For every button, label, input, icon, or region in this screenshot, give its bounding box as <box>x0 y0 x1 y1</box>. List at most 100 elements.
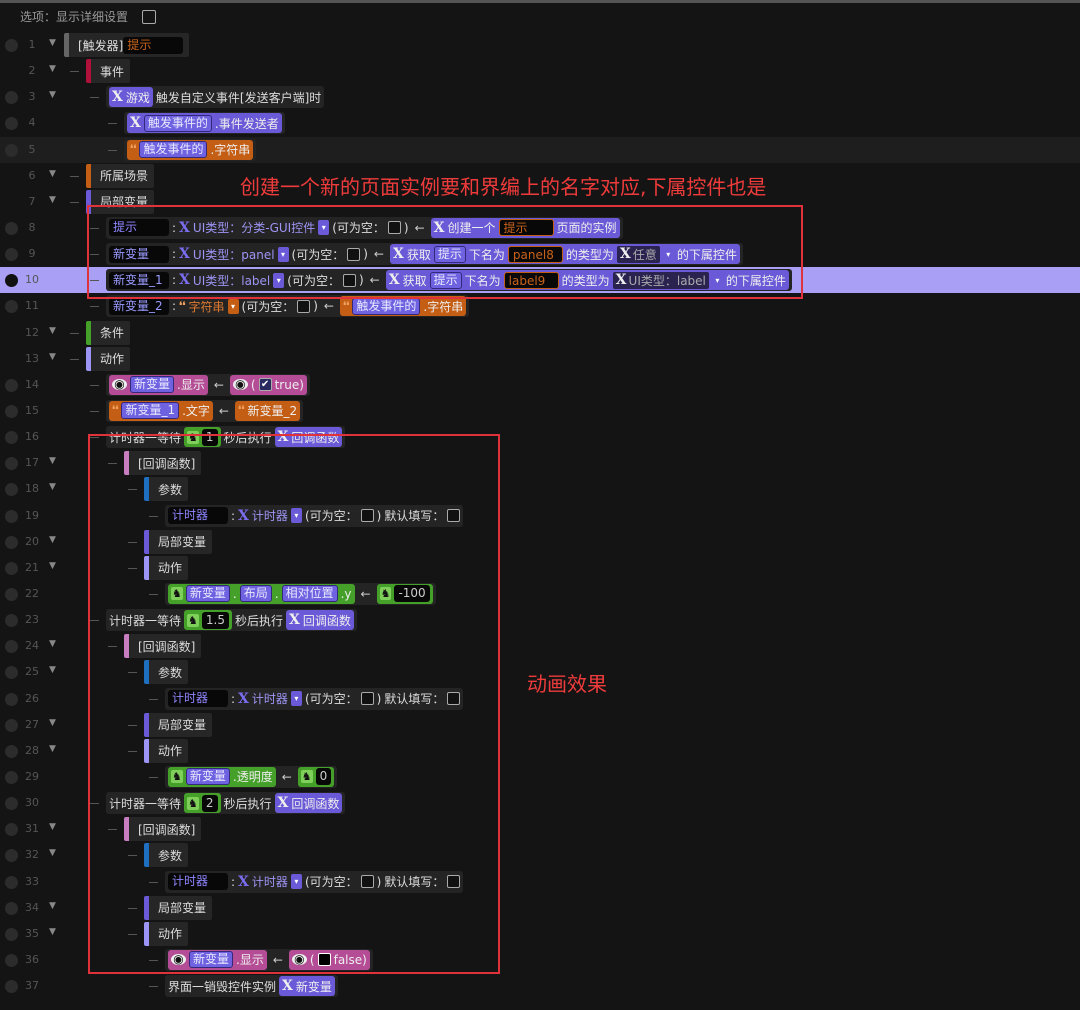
script-row[interactable]: 13▼动作 <box>0 346 1080 372</box>
script-row[interactable]: 17▼[回调函数] <box>0 450 1080 476</box>
section-header[interactable]: [回调函数] <box>124 634 202 659</box>
nullable-checkbox[interactable] <box>447 509 461 523</box>
breakpoint-dot[interactable] <box>5 666 18 680</box>
fold-chevron-icon[interactable]: ▼ <box>49 64 56 75</box>
reference-chip[interactable]: 触发事件的 <box>143 114 212 132</box>
breakpoint-dot[interactable] <box>5 901 18 915</box>
expression-block[interactable]: ♞1 <box>184 427 221 448</box>
breakpoint-dot[interactable] <box>5 39 18 52</box>
value-field[interactable]: 提示 <box>109 219 169 237</box>
expression-block[interactable]: ♞新变量.布局.相对位置.y <box>168 583 355 604</box>
breakpoint-dot[interactable] <box>5 823 18 837</box>
breakpoint-dot[interactable] <box>5 953 18 967</box>
script-row[interactable]: 6▼所属场景 <box>0 163 1080 189</box>
reference-chip[interactable]: 提示 <box>433 245 466 263</box>
expression-block[interactable]: ◉(false) <box>288 949 370 970</box>
value-field[interactable]: 计时器 <box>168 507 228 525</box>
value-field[interactable]: -100 <box>394 585 430 603</box>
expression-block[interactable]: ❛❛新变量_2 <box>234 400 301 421</box>
breakpoint-dot[interactable] <box>5 457 18 471</box>
statement[interactable]: ❛❛新变量_1.文字←❛❛新变量_2 <box>106 399 304 422</box>
section-header[interactable]: 动作 <box>86 346 131 371</box>
script-row[interactable]: 12▼条件 <box>0 320 1080 346</box>
script-row[interactable]: 36◉新变量.显示←◉(false) <box>0 947 1080 973</box>
breakpoint-dot[interactable] <box>5 587 18 601</box>
fold-chevron-icon[interactable]: ▼ <box>49 456 56 467</box>
section-header[interactable]: 局部变量 <box>144 529 213 554</box>
statement[interactable]: ❛❛触发事件的.字符串 <box>124 138 257 161</box>
section-header[interactable]: 动作 <box>144 921 189 946</box>
type-dropdown[interactable]: ▾ <box>662 246 674 262</box>
expression-block[interactable]: ♞-100 <box>376 583 433 604</box>
fold-chevron-icon[interactable]: ▼ <box>49 194 56 205</box>
script-row[interactable]: 5❛❛触发事件的.字符串 <box>0 136 1080 163</box>
breakpoint-dot[interactable] <box>5 300 18 314</box>
script-row[interactable]: 1▼[触发器]提示 <box>0 32 1080 58</box>
script-row[interactable]: 14◉新变量.显示←◉(✔true) <box>0 372 1080 398</box>
value-field[interactable]: 提示 <box>498 219 554 237</box>
expression-block[interactable]: ♞0 <box>297 766 335 787</box>
value-field[interactable]: 新变量_1 <box>109 271 169 289</box>
expression-block[interactable]: ◉(✔true) <box>229 374 307 395</box>
fold-chevron-icon[interactable]: ▼ <box>49 351 56 362</box>
nullable-checkbox[interactable] <box>447 875 461 888</box>
script-row[interactable]: 34▼局部变量 <box>0 895 1080 921</box>
breakpoint-dot[interactable] <box>5 509 18 523</box>
fold-chevron-icon[interactable]: ▼ <box>49 717 56 728</box>
script-row[interactable]: 20▼局部变量 <box>0 529 1080 555</box>
script-row[interactable]: 15❛❛新变量_1.文字←❛❛新变量_2 <box>0 398 1080 424</box>
script-row[interactable]: 24▼[回调函数] <box>0 633 1080 659</box>
reference-chip[interactable]: 触发事件的 <box>352 297 421 315</box>
nullable-checkbox[interactable] <box>347 247 361 261</box>
script-row[interactable]: 32▼参数 <box>0 842 1080 868</box>
fold-chevron-icon[interactable]: ▼ <box>49 534 56 545</box>
reference-chip[interactable]: 相对位置 <box>281 585 338 603</box>
fold-chevron-icon[interactable]: ▼ <box>49 665 56 676</box>
nullable-checkbox[interactable] <box>447 692 461 706</box>
value-field[interactable]: 提示 <box>123 36 184 54</box>
script-row[interactable]: 2▼事件 <box>0 58 1080 84</box>
breakpoint-dot[interactable] <box>5 561 18 575</box>
expression-block[interactable]: ◉新变量.显示 <box>109 374 208 395</box>
breakpoint-dot[interactable] <box>5 770 18 784</box>
breakpoint-dot[interactable] <box>5 248 18 262</box>
breakpoint-dot[interactable] <box>5 91 18 105</box>
script-row[interactable]: 21▼动作 <box>0 555 1080 581</box>
breakpoint-dot[interactable] <box>5 875 18 889</box>
value-field[interactable]: 计时器 <box>168 690 228 708</box>
script-row[interactable]: 28▼动作 <box>0 738 1080 764</box>
breakpoint-dot[interactable] <box>5 143 18 157</box>
section-header[interactable]: 事件 <box>86 59 131 84</box>
breakpoint-dot[interactable] <box>5 980 18 994</box>
nullable-checkbox[interactable] <box>342 273 356 287</box>
reference-chip[interactable]: 新变量 <box>185 768 230 786</box>
section-header[interactable]: [触发器]提示 <box>64 33 190 57</box>
type-dropdown[interactable]: ▾ <box>711 272 723 288</box>
expression-block[interactable]: ❛❛触发事件的.字符串 <box>127 139 254 160</box>
statement[interactable]: 新变量_2:❛❛字符串▾(可为空：)←❛❛触发事件的.字符串 <box>106 295 470 318</box>
fold-chevron-icon[interactable]: ▼ <box>49 848 56 859</box>
section-header[interactable]: 动作 <box>144 738 189 763</box>
type-dropdown[interactable]: ▾ <box>318 220 330 236</box>
value-field[interactable]: 2 <box>201 794 218 812</box>
type-dropdown[interactable]: ▾ <box>273 272 285 288</box>
type-dropdown[interactable]: ▾ <box>227 298 239 314</box>
